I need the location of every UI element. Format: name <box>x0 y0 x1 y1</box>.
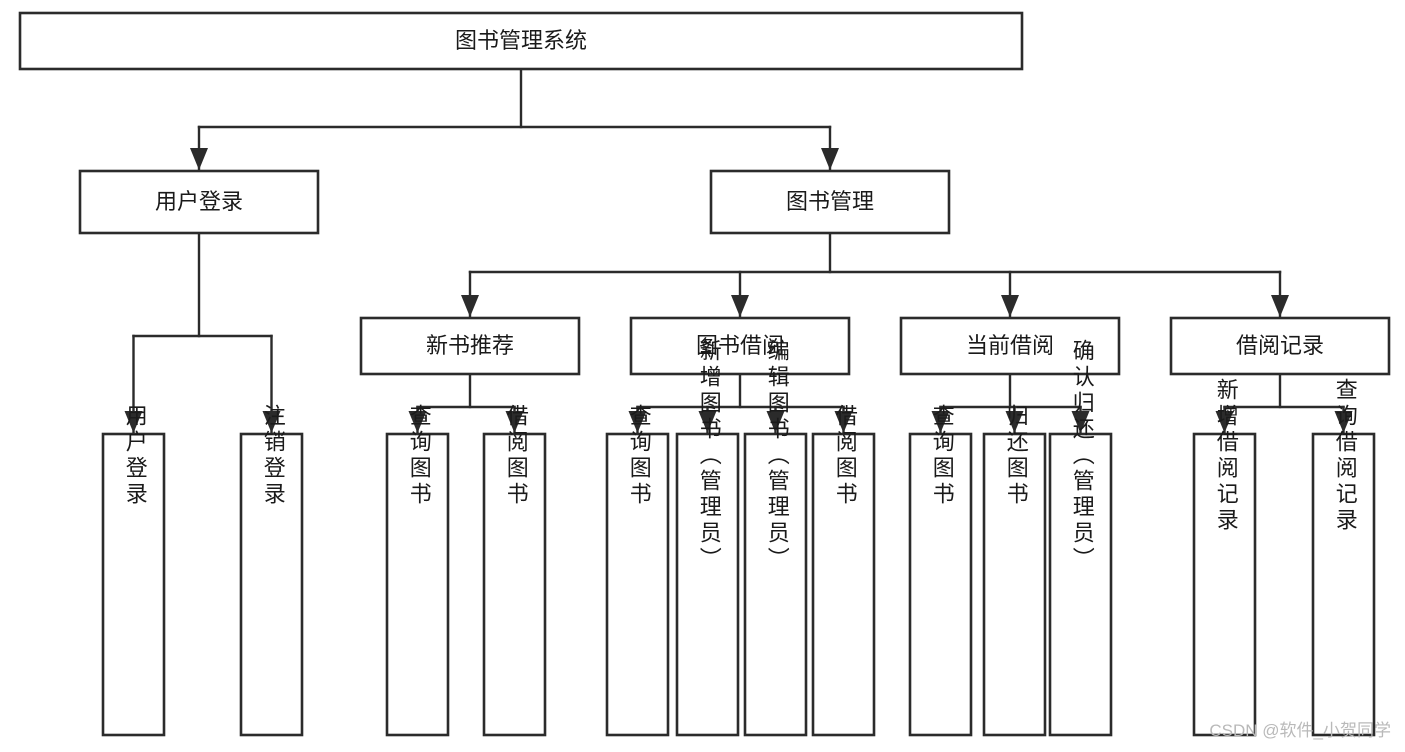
node-label: 图书管理系统 <box>455 28 587 53</box>
node-leaf-query-book-new[interactable]: 查询图书 <box>385 404 450 737</box>
node-rect[interactable] <box>1169 316 1391 376</box>
node-rect[interactable] <box>239 432 304 737</box>
arrow-head-icon <box>1071 411 1090 433</box>
node-borrow-record[interactable]: 借阅记录 <box>1169 316 1391 376</box>
node-book-borrow[interactable]: 图书借阅 <box>629 316 851 376</box>
node-rect[interactable] <box>743 432 808 737</box>
node-root[interactable]: 图书管理系统 <box>18 11 1024 71</box>
node-label: 查询借阅记录 <box>1333 378 1358 534</box>
node-leaf-confirm-return[interactable]: 确认归还（管理员） <box>1048 339 1113 737</box>
node-label: 新书推荐 <box>426 333 514 358</box>
node-label: 新增图书（管理员） <box>697 339 722 573</box>
node-label: 图书借阅 <box>696 333 784 358</box>
node-label: 编辑图书（管理员） <box>765 339 790 573</box>
arrow-head-icon <box>931 411 950 433</box>
node-rect[interactable] <box>811 432 876 737</box>
arrow-head-icon <box>698 411 717 433</box>
node-label: 新增借阅记录 <box>1214 378 1239 534</box>
connector-layer <box>124 67 1353 435</box>
node-label: 借阅图书 <box>833 404 858 508</box>
node-label: 借阅图书 <box>504 404 529 508</box>
node-label: 用户登录 <box>155 189 243 214</box>
node-rect[interactable] <box>982 432 1047 737</box>
arrow-head-icon <box>262 411 281 433</box>
node-leaf-borrow-book-new[interactable]: 借阅图书 <box>482 404 547 737</box>
node-leaf-add-borrow-record[interactable]: 新增借阅记录 <box>1192 378 1257 737</box>
arrow-head-icon <box>408 411 427 433</box>
node-rect[interactable] <box>1311 432 1376 737</box>
node-label: 确认归还（管理员） <box>1070 339 1095 573</box>
node-label: 查询图书 <box>930 404 955 508</box>
node-leaf-query-book-borrow[interactable]: 查询图书 <box>605 404 670 737</box>
node-rect[interactable] <box>899 316 1121 376</box>
arrow-head-icon <box>1005 411 1024 433</box>
node-rect[interactable] <box>1048 432 1113 737</box>
node-label: 当前借阅 <box>966 333 1054 358</box>
arrow-head-icon <box>505 411 524 433</box>
node-rect[interactable] <box>675 432 740 737</box>
node-leaf-add-book[interactable]: 新增图书（管理员） <box>675 339 740 737</box>
node-rect[interactable] <box>18 11 1024 71</box>
node-user-login[interactable]: 用户登录 <box>78 169 320 235</box>
node-new-book-recommend[interactable]: 新书推荐 <box>359 316 581 376</box>
node-rect[interactable] <box>1192 432 1257 737</box>
node-label: 查询图书 <box>407 404 432 508</box>
node-rect[interactable] <box>709 169 951 235</box>
node-label: 查询图书 <box>627 404 652 508</box>
node-rect[interactable] <box>629 316 851 376</box>
node-rect[interactable] <box>101 432 166 737</box>
node-leaf-user-logout[interactable]: 注销登录 <box>239 404 304 737</box>
arrow-head-icon <box>124 411 143 433</box>
node-label: 借阅记录 <box>1236 333 1324 358</box>
arrow-head-icon <box>190 148 208 170</box>
node-current-borrow[interactable]: 当前借阅 <box>899 316 1121 376</box>
node-label: 图书管理 <box>786 189 874 214</box>
node-label: 用户登录 <box>123 404 148 508</box>
node-label: 归还图书 <box>1004 404 1029 508</box>
node-leaf-query-borrow-record[interactable]: 查询借阅记录 <box>1311 378 1376 737</box>
arrow-head-icon <box>766 411 785 433</box>
arrow-head-icon <box>1271 295 1289 317</box>
csdn-watermark: CSDN @软件_小贺同学 <box>1209 721 1391 740</box>
arrow-head-icon <box>1001 295 1019 317</box>
arrow-head-icon <box>628 411 647 433</box>
node-leaf-borrow-book[interactable]: 借阅图书 <box>811 404 876 737</box>
node-rect[interactable] <box>908 432 973 737</box>
node-leaf-return-book[interactable]: 归还图书 <box>982 404 1047 737</box>
arrow-head-icon <box>821 148 839 170</box>
arrow-head-icon <box>834 411 853 433</box>
node-rect[interactable] <box>78 169 320 235</box>
arrow-head-icon <box>731 295 749 317</box>
node-label: 注销登录 <box>261 404 286 508</box>
node-rect[interactable] <box>482 432 547 737</box>
node-book-manage[interactable]: 图书管理 <box>709 169 951 235</box>
node-leaf-edit-book[interactable]: 编辑图书（管理员） <box>743 339 808 737</box>
arrow-head-icon <box>461 295 479 317</box>
node-leaf-user-login[interactable]: 用户登录 <box>101 404 166 737</box>
node-rect[interactable] <box>359 316 581 376</box>
node-leaf-query-book-current[interactable]: 查询图书 <box>908 404 973 737</box>
node-rect[interactable] <box>385 432 450 737</box>
arrow-head-icon <box>1334 411 1353 433</box>
node-layer: 图书管理系统用户登录图书管理新书推荐图书借阅当前借阅借阅记录用户登录注销登录查询… <box>18 11 1391 737</box>
node-rect[interactable] <box>605 432 670 737</box>
arrow-head-icon <box>1215 411 1234 433</box>
